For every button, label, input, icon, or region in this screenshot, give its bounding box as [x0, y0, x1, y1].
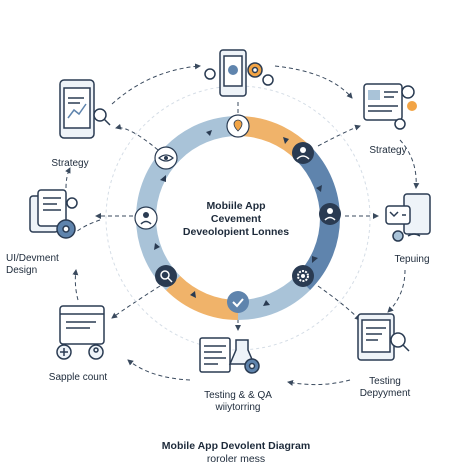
- testing-qa-line-1: Testing & & QA: [204, 390, 272, 401]
- badge-search-icon: [155, 265, 177, 287]
- testing-qa-line-2: wiiytorring: [215, 402, 261, 413]
- badge-check-icon: [227, 291, 249, 313]
- caption-line-2: roroler mess: [206, 453, 266, 465]
- sapple-count-line-1: Sapple count: [48, 372, 108, 383]
- center-title-line-1: Mobiile App: [206, 200, 266, 212]
- ui-design-line-1: UI/Devment: [6, 253, 59, 264]
- ring-arrows: [154, 130, 322, 306]
- strategy-right-line-1: Strategy: [369, 145, 407, 156]
- testing-deployment-line-1: Testing: [369, 376, 401, 387]
- badge-user-icon: [319, 203, 341, 225]
- devices-gear-icon: [29, 189, 78, 239]
- strategy-right-label: Strategy: [348, 145, 428, 157]
- sapple-count-label: Sapple count: [28, 372, 128, 384]
- dashboard-icon: [363, 83, 417, 130]
- outer-connectors: [65, 63, 420, 386]
- testing-qa-label: Testing & & QA wiiytorring: [178, 390, 298, 414]
- phone-analytics-icon: [59, 79, 111, 139]
- center-title-line-2: Cevement: [210, 213, 262, 225]
- tepuing-label: Tepuing: [372, 254, 452, 266]
- ring-badges: [134, 114, 341, 313]
- browser-users-icon: [56, 305, 105, 360]
- mobile-chat-icon: [385, 193, 431, 242]
- testing-deployment-label: Testing Depyyment: [340, 376, 430, 400]
- badge-person-icon: [134, 206, 158, 230]
- tablet-magnifier-icon: [357, 313, 410, 361]
- center-title: Mobiile App Cevement Deveolopient Lonnes: [150, 200, 322, 239]
- phone-gears-icon: [204, 49, 274, 97]
- testing-tools-icon: [199, 337, 260, 374]
- ui-design-label: UI/Devment Design: [6, 253, 86, 277]
- outer-guide-ring: [105, 85, 371, 351]
- badge-gear-icon: [292, 265, 314, 287]
- strategy-left-line-1: Strategy: [51, 158, 89, 169]
- tepuing-line-1: Tepuing: [394, 254, 430, 265]
- badge-location-icon: [226, 114, 250, 138]
- badge-team-icon: [292, 142, 314, 164]
- center-title-line-3: Deveolopient Lonnes: [182, 226, 290, 238]
- caption-line-1: Mobile App Devolent Diagram: [161, 440, 311, 452]
- strategy-left-label: Strategy: [30, 158, 110, 170]
- diagram-caption: Mobile App Devolent Diagram roroler mess: [100, 440, 372, 466]
- testing-deployment-line-2: Depyyment: [359, 388, 411, 399]
- ui-design-line-2: Design: [6, 265, 38, 276]
- badge-eye-icon: [154, 146, 178, 170]
